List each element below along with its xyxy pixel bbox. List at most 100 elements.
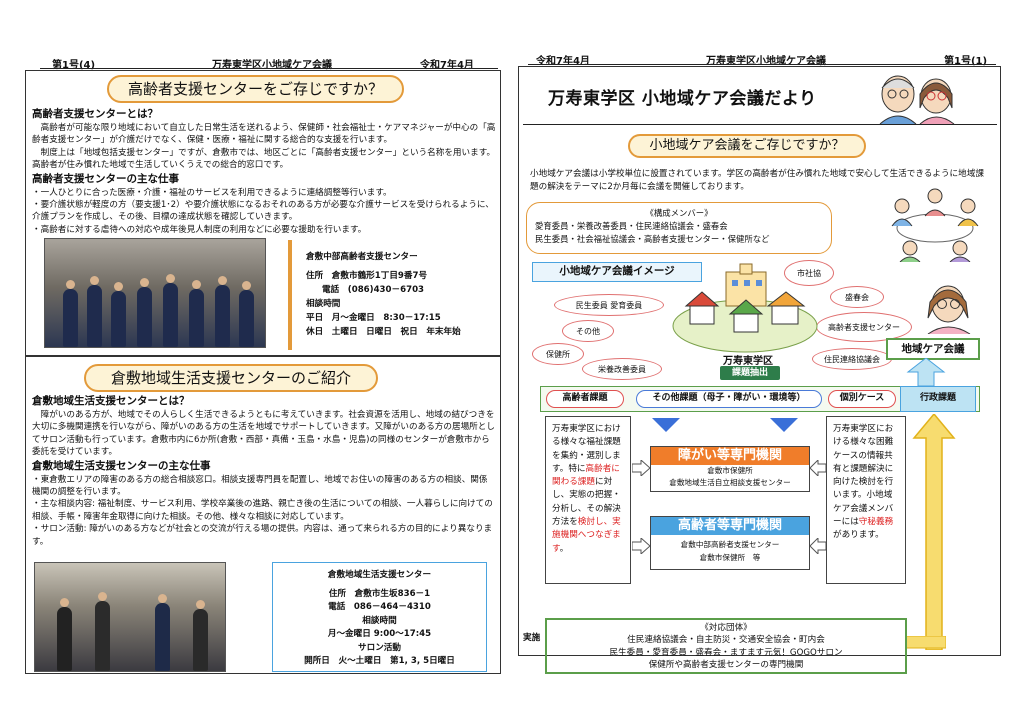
footer-organizations-box: 《対応団体》 住民連絡協議会・自主防災・交通安全協会・町内会 民生委員・愛育委員…	[545, 618, 907, 674]
footer-line1: 住民連絡協議会・自主防災・交通安全協会・町内会	[627, 635, 825, 646]
info2-weekday: 月～金曜日 9:00～17:45	[327, 629, 432, 639]
section2-item: ・主な相談内容: 福祉制度、サービス利用、学校卒業後の進路、親亡き後の生活につい…	[32, 499, 493, 522]
elderly-org-line2: 倉敷市保健所 等	[699, 553, 761, 562]
members-line1: 愛育委員・栄養改善委員・住民連絡協議会・盛春会	[535, 221, 728, 231]
issue-administrative: 行政課題	[900, 386, 976, 412]
disability-org-line2: 倉敷地域生活自立相談支援センター	[669, 478, 791, 487]
section1-item: ・一人ひとりに合った医療・介護・福祉のサービスを利用できるように連絡調整等行いま…	[32, 187, 392, 198]
section2-banner: 倉敷地域生活支援センターのご紹介	[84, 364, 378, 392]
intro-text: 小地域ケア会議は小学校単位に設置されています。学区の高齢者が住み慣れた地域で安心…	[530, 169, 984, 192]
info2-salon-label: サロン活動	[358, 642, 401, 653]
arrow-down-left	[652, 418, 680, 432]
info1-address: 住所 倉敷市鶴形1丁目9番7号	[306, 271, 428, 281]
disability-org-title: 障がい等専門機関	[651, 447, 809, 465]
cloud-seishunkai: 盛春会	[830, 286, 884, 308]
footer-line3: 保健所や高齢者支援センターの専門機関	[648, 660, 804, 671]
members-line2: 民生委員・社会福祉協議会・高齢者支援センター・保健所など	[535, 234, 770, 244]
cloud-health-center: 保健所	[532, 343, 584, 365]
issue-elderly: 高齢者課題	[546, 390, 624, 408]
right-note-4: があります。	[833, 530, 884, 541]
info2-address: 住所 倉敷市生坂836－1	[328, 588, 431, 599]
info1-hours-label: 相談時間	[306, 299, 341, 309]
arrow-up-to-regional	[906, 358, 946, 386]
cloud-nutrition: 栄養改善委員	[582, 358, 662, 380]
arrow-right-to-elderly	[632, 538, 650, 554]
left-header-title: 万寿東学区小地域ケア会議	[212, 60, 332, 71]
regional-care-meeting-box: 地域ケア会議	[886, 338, 980, 360]
disability-org-line1: 倉敷市保健所	[707, 466, 753, 475]
section2-info-box: 倉敷地域生活支援センター 住所 倉敷市生坂836－1 電話 086－464－43…	[272, 562, 487, 672]
masthead-rule	[523, 124, 997, 125]
section1-item: ・高齢者に対する虐待への対応や成年後見人制度の利用などに必要な援助を行います。	[32, 224, 367, 235]
cloud-welfare-commissioners: 民生委員 愛育委員	[554, 294, 664, 316]
right-issue: 第1号(1)	[944, 56, 988, 67]
right-header-rule	[528, 64, 996, 65]
info1-weekday: 平日 月～金曜日 8:30－17:15	[306, 313, 441, 323]
left-section2-frame	[25, 356, 501, 674]
cloud-residents-council: 住民連絡協議会	[812, 348, 892, 370]
section1-h1: 高齢者支援センターとは？	[32, 108, 158, 120]
big-yellow-arrow	[912, 414, 956, 650]
issue-individual-case: 個別ケース	[828, 390, 896, 408]
left-note-1: 万寿東学区における様々な福祉課題を集約・選別します。特に	[552, 424, 621, 474]
left-note-3: に対し、実態の把握・分析し、その解決方法を	[552, 477, 621, 528]
issue-extraction-flag: 課題抽出	[720, 366, 780, 380]
right-note-3: 守秘義務	[858, 517, 894, 528]
center-label: 万寿東学区	[723, 356, 773, 367]
arrow-right-to-disability	[632, 460, 650, 476]
right-header-title: 万寿東学区小地域ケア会議	[706, 56, 826, 67]
elderly-org-line1: 倉敷中部高齢者支援センター	[680, 540, 780, 549]
info1-tel: 電話 (086)430－6703	[322, 285, 425, 295]
section2-item: ・サロン活動: 障がいのある方などが社会との交流が行える場の提供。内容は、通って…	[32, 524, 493, 547]
left-section1-frame	[25, 70, 501, 356]
elderly-couple-illustration	[879, 75, 955, 124]
footer-line2: 民生委員・愛育委員・盛春会・ますます元気！GOGOサロン	[609, 647, 843, 658]
members-box: 《構成メンバー》 愛育委員・栄養改善委員・住民連絡協議会・盛春会 民生委員・社会…	[526, 202, 832, 254]
left-note-5: 。	[559, 543, 569, 554]
arrow-left-from-disability	[810, 460, 826, 476]
right-page-frame	[518, 66, 1001, 656]
disability-org-box: 障がい等専門機関 倉敷市保健所 倉敷地域生活自立相談支援センター	[650, 446, 810, 492]
masthead-title: 万寿東学区 小地域ケア会議だより	[548, 89, 817, 109]
left-note-4: 検討し、実施機関へつなぎます	[552, 517, 621, 554]
arrow-down-right	[770, 418, 798, 432]
section1-p1: 高齢者が可能な限り地域において自立した日常生活を送れるよう、保健師・社会福祉士・…	[32, 123, 496, 146]
section1-h2: 高齢者支援センターの主な仕事	[32, 172, 179, 185]
section2-body: 倉敷地域生活支援センターとは？ 障がいのある方が、地域でその人らしく生活できるよ…	[32, 394, 496, 548]
cloud-support-center: 高齢者支援センター	[816, 312, 912, 342]
yellow-connector	[906, 636, 946, 649]
section1-item: ・要介護状態が軽度の方（要支援1･2）や要介護状態になるおそれのある方が必要な介…	[32, 200, 494, 223]
info1-name: 倉敷中部高齢者支援センター	[306, 252, 418, 262]
left-header-date: 令和7年4月	[420, 60, 474, 71]
footer-title: 《対応団体》	[700, 623, 752, 633]
left-note-2: 高齢者に関わる課題	[552, 463, 620, 488]
arrow-left-from-elderly	[810, 538, 826, 554]
cloud-city-council: 市社協	[784, 260, 834, 286]
left-side-note: 万寿東学区における様々な福祉課題を集約・選別します。特に高齢者に関わる課題に対し…	[545, 416, 631, 584]
left-issue: 第1号(4)	[52, 60, 96, 71]
section2-item: ・東倉敷エリアの障害のある方の総合相談窓口。相談支援専門員を配置し、地域でお住い…	[32, 474, 488, 498]
footer-side-label: 実施	[523, 633, 541, 643]
image-title-box: 小地域ケア会議イメージ	[532, 262, 702, 282]
right-side-note: 万寿東学区における様々な困難ケースの情報共有と課題解決に向けた検討を行います。小…	[826, 416, 906, 584]
info1-holiday: 休日 土曜日 日曜日 祝日 年末年始	[306, 327, 461, 337]
cloud-others: その他	[562, 320, 614, 342]
section2-h1: 倉敷地域生活支援センターとは？	[32, 395, 190, 407]
info2-salon: 開所日 火～土曜日 第1, 3, 5日曜日	[304, 656, 455, 666]
elderly-org-title: 高齢者等専門機関	[651, 517, 809, 535]
staff-photo-elderly-center	[44, 238, 266, 348]
town-illustration	[672, 263, 818, 353]
right-banner: 小地域ケア会議をご存じですか？	[628, 134, 866, 158]
members-title: 《構成メンバー》	[645, 208, 713, 218]
section2-h2: 倉敷地域生活支援センターの主な仕事	[32, 459, 211, 472]
woman-illustration	[927, 285, 971, 334]
section1-p2: 制度上は「地域包括支援センター」ですが、倉敷市では、地区ごとに「高齢者支援センタ…	[32, 147, 496, 171]
section1-body: 高齢者支援センターとは？ 高齢者が可能な限り地域において自立した日常生活を送れる…	[32, 107, 496, 236]
right-note-1: 万寿東学区における様々な困難ケースの情報共有と課題解決に向けた検討を行います。	[833, 424, 894, 501]
elderly-org-box: 高齢者等専門機関 倉敷中部高齢者支援センター 倉敷市保健所 等	[650, 516, 810, 570]
info2-tel: 電話 086－464－4310	[328, 602, 431, 612]
info2-name: 倉敷地域生活支援センター	[327, 570, 432, 580]
issue-other: その他課題（母子・障がい・環境等）	[636, 390, 822, 408]
section1-banner: 高齢者支援センターをご存じですか？	[107, 75, 404, 103]
right-header-date: 令和7年4月	[536, 56, 590, 67]
